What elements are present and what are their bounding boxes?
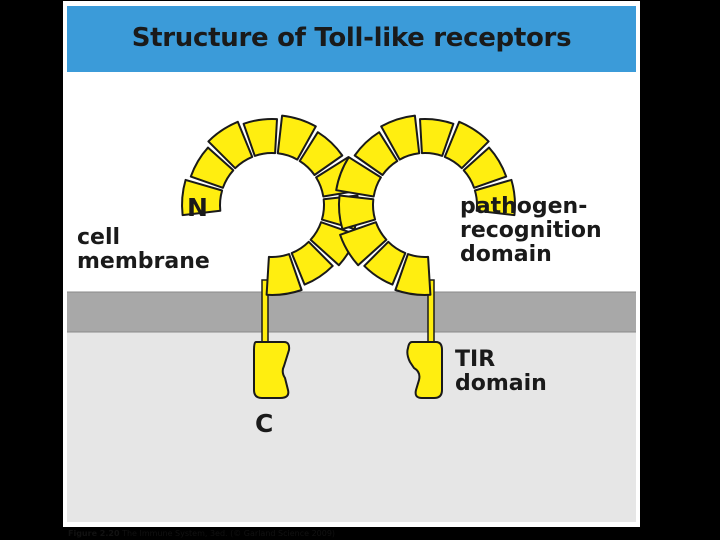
leucine-rich-repeat-segment	[276, 114, 317, 161]
cell-membrane-label: cell membrane	[77, 225, 210, 274]
leucine-rich-repeat-segment	[419, 117, 455, 157]
leucine-rich-repeat-segment	[380, 114, 421, 161]
tir-domain-label: TIR domain	[455, 347, 547, 396]
figure-number: Figure 2.20	[68, 529, 120, 538]
figure-source: The Immune System, 3ed. (© Garland Scien…	[122, 529, 336, 538]
leucine-rich-repeat-segment	[443, 120, 490, 170]
cell-membrane-band	[67, 292, 636, 332]
leucine-rich-repeat-segment	[462, 146, 508, 189]
leucine-rich-repeat-segment	[290, 240, 334, 286]
c-terminus-label: C	[255, 409, 274, 438]
n-terminus-label: N	[187, 193, 208, 222]
leucine-rich-repeat-segment	[242, 117, 278, 157]
pathogen-recognition-domain-label: pathogen- recognition domain	[460, 194, 602, 267]
page-title: Structure of Toll-like receptors	[131, 23, 572, 53]
leucine-rich-repeat-segment	[335, 156, 382, 198]
leucine-rich-repeat-segment	[339, 221, 388, 267]
leucine-rich-repeat-segment	[353, 131, 399, 176]
title-banner	[67, 6, 636, 72]
leucine-rich-repeat-segment	[363, 240, 407, 286]
leucine-rich-repeat-segment	[338, 194, 377, 231]
leucine-rich-repeat-segment	[473, 178, 516, 217]
leucine-rich-repeat-segment	[181, 178, 224, 217]
leucine-rich-repeat-segment	[265, 253, 303, 296]
leucine-rich-repeat-segment	[207, 120, 254, 170]
right-tir-domain	[406, 341, 443, 399]
right-pathogen-recognition-domain	[335, 114, 516, 296]
left-tir-domain	[253, 341, 291, 399]
leucine-rich-repeat-segment	[189, 146, 235, 189]
cytoplasm-region	[67, 332, 636, 522]
leucine-rich-repeat-segment	[394, 253, 432, 296]
figure-caption: Figure 2.20 The Immune System, 3ed. (© G…	[68, 529, 335, 538]
leucine-rich-repeat-segment	[298, 131, 344, 176]
